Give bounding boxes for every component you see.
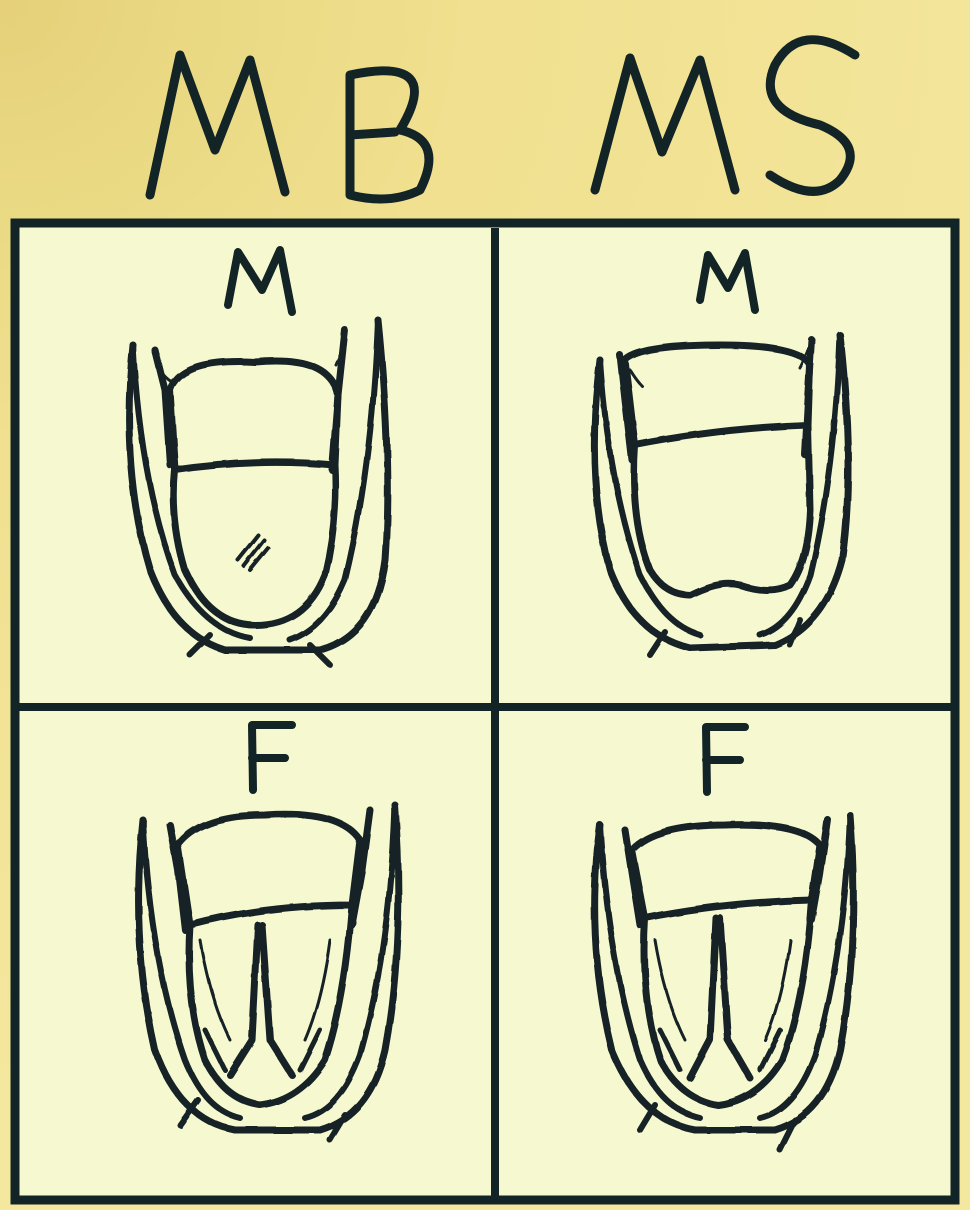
column-header-mb [150,55,429,199]
column-header-ms [595,40,855,192]
